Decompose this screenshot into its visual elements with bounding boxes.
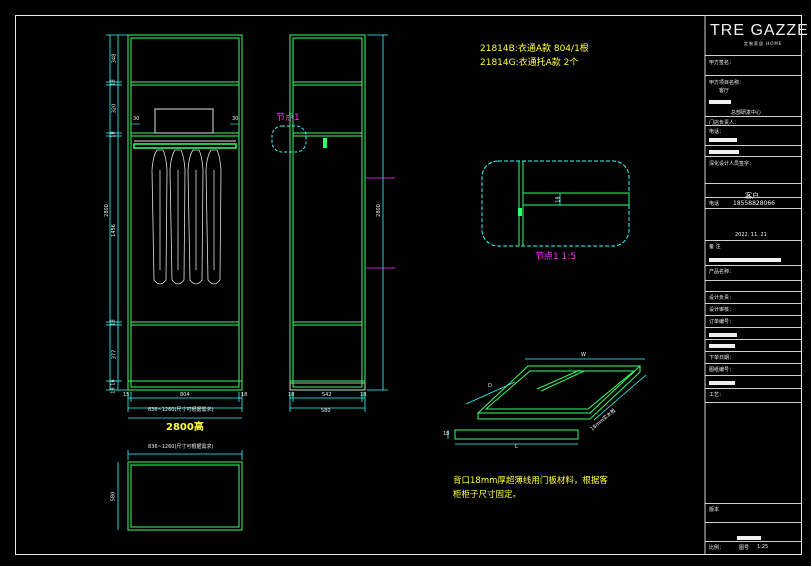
side-total: 2800 xyxy=(375,204,382,217)
side-bottom-mid: 542 xyxy=(322,392,332,398)
tb-design-review: 设计审核： xyxy=(709,307,735,313)
tb-version: 版本 xyxy=(709,507,720,513)
tb-client-sign: 甲方签名： xyxy=(709,60,735,66)
detail-title: 节点1 1:5 xyxy=(535,252,577,262)
tb-customer: 客户 xyxy=(745,192,759,200)
front-left-dims xyxy=(106,34,128,391)
tb-scale-label: 比例： xyxy=(709,545,725,551)
tb-design-lead: 设计负责： xyxy=(709,295,735,301)
front-elevation xyxy=(127,34,243,391)
tb-project-room: 客厅 xyxy=(719,88,730,94)
side-bottom-right: 18 xyxy=(360,392,367,398)
rod-gap-left: 30 xyxy=(133,116,140,122)
iso-d: D xyxy=(488,383,492,389)
tb-remarks: 备 注 xyxy=(709,244,721,250)
front-height-total: 2800 xyxy=(103,204,110,217)
tb-date: 2022. 11. 21 xyxy=(735,232,767,238)
hanging-rod xyxy=(133,143,237,149)
drawing-frame xyxy=(15,15,802,555)
iso-h: 18 xyxy=(443,431,450,437)
side-elevation xyxy=(289,34,366,391)
iso-l: L xyxy=(515,444,518,450)
front-bottom-dims xyxy=(127,392,243,419)
front-dim-6: 18 xyxy=(110,319,117,326)
tb-phone: 电话： xyxy=(709,129,725,135)
front-bottom-right: 18 xyxy=(241,392,248,398)
front-overall-note: 836~1260(尺寸可根据需求) xyxy=(148,407,214,413)
side-bottom-left: 18 xyxy=(288,392,295,398)
tb-product-name: 产品名称： xyxy=(709,269,735,275)
side-right-dims xyxy=(367,34,388,391)
iso-w: W xyxy=(581,352,586,358)
front-bottom-mid: 804 xyxy=(180,392,190,398)
plan-overall-note: 836~1260(尺寸可根据需求) xyxy=(148,444,214,450)
footnote-line-1: 背口18mm厚超薄线用门板材料，根据客 xyxy=(453,476,608,486)
tb-craft: 工艺： xyxy=(709,392,725,398)
detail-bubble xyxy=(271,125,307,153)
front-dim-5: 1456 xyxy=(110,224,117,237)
detail-dim: 18 xyxy=(555,196,562,203)
footnote-line-2: 柜柜子尺寸固定。 xyxy=(453,490,522,500)
detail-view xyxy=(481,160,630,247)
tb-order-date: 下单日期： xyxy=(709,355,735,361)
tb-order-no: 订单编号： xyxy=(709,319,735,325)
front-bottom-left: 15 xyxy=(123,392,130,398)
tb-scale-value: 1:25 xyxy=(757,544,769,550)
rod-bracket xyxy=(323,138,327,148)
front-dim-top: 348 xyxy=(111,53,118,64)
height-label: 2800高 xyxy=(166,422,204,433)
detail-marker-label: 节点1 xyxy=(276,113,300,123)
tb-sheet-no: 图号 xyxy=(739,545,750,551)
front-dim-9: 18 xyxy=(110,387,117,394)
rod-gap-right: 30 xyxy=(232,116,239,122)
iso-frame xyxy=(476,365,642,420)
tb-designer-sign: 深化设计人员签字： xyxy=(709,161,755,167)
front-dim-2: 18 xyxy=(110,79,117,86)
garments xyxy=(151,149,222,285)
brand-logo-sub: 定制家居 HOME xyxy=(744,41,783,46)
tb-project-name: 甲方项目名称： xyxy=(709,80,745,86)
tb-rd-center: 总部研发中心 xyxy=(731,110,762,116)
tb-store-manager: 门店负责人： xyxy=(709,120,740,126)
basket-box xyxy=(154,108,214,134)
tb-tel-label: 电话 xyxy=(709,201,720,207)
title-block: 甲方签名： 甲方项目名称： 客厅 总部研发中心 门店负责人： 电话： 深化设计人… xyxy=(705,17,801,553)
brand-logo: TRE GAZZE xyxy=(710,22,809,39)
front-dim-3: 320 xyxy=(111,103,118,114)
plan-depth: 580 xyxy=(110,491,117,502)
side-overall: 580 xyxy=(321,408,331,414)
tb-tel-number: 18558828066 xyxy=(733,200,775,207)
tb-drawing-no: 图纸编号： xyxy=(709,367,735,373)
front-dim-4: 18 xyxy=(110,131,117,138)
front-dim-7: 377 xyxy=(111,349,118,360)
board-section xyxy=(454,429,579,440)
front-dim-8: 16 xyxy=(110,379,117,386)
note-line-2: 21814G:衣通托A款 2个 xyxy=(480,58,579,68)
plan-view xyxy=(127,461,243,531)
note-line-1: 21814B:衣通A款 804/1根 xyxy=(480,44,589,54)
